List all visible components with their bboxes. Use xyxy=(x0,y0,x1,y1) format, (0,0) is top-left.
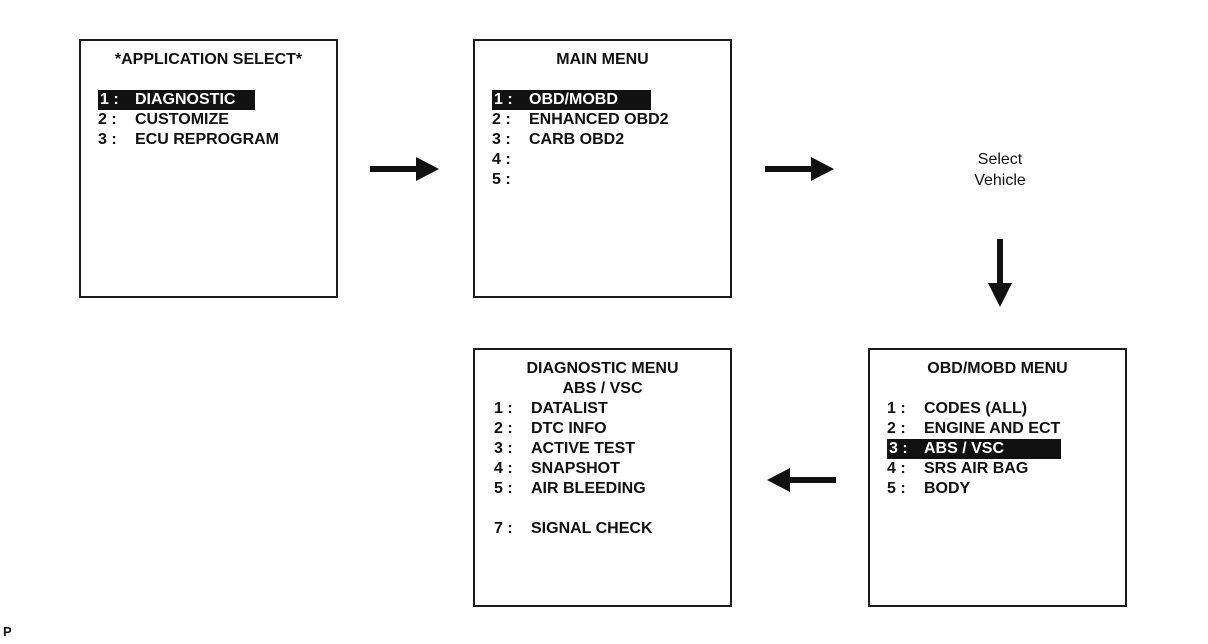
menu-item-number: 7 : xyxy=(494,520,513,537)
select-vehicle-line1: Select xyxy=(977,151,1023,168)
menu-item-ecu-reprogram[interactable]: 3 : ECU REPROGRAM xyxy=(98,130,279,150)
menu-item-obd-mobd[interactable]: 1 : OBD/MOBD xyxy=(492,90,651,110)
application-select-screen: *APPLICATION SELECT* 1 : DIAGNOSTIC 2 : … xyxy=(79,39,338,298)
select-vehicle-caption: Select Vehicle xyxy=(940,149,1060,191)
obd-mobd-menu-title: OBD/MOBD MENU xyxy=(927,360,1068,377)
menu-item-number: 5 : xyxy=(887,480,906,497)
menu-item-4[interactable]: 4 : xyxy=(492,150,651,170)
menu-item-label: CODES (ALL) xyxy=(924,400,1028,417)
menu-item-label: DATALIST xyxy=(531,400,608,417)
menu-item-label: SNAPSHOT xyxy=(531,460,620,477)
menu-item-label: CARB OBD2 xyxy=(529,131,625,148)
menu-item-label: ECU REPROGRAM xyxy=(135,131,280,148)
menu-item-label: ENHANCED OBD2 xyxy=(529,111,669,128)
menu-item-number: 3 : xyxy=(98,131,117,148)
menu-item-air-bleeding[interactable]: 5 : AIR BLEEDING xyxy=(494,479,694,499)
menu-item-customize[interactable]: 2 : CUSTOMIZE xyxy=(98,110,255,130)
main-menu-title: MAIN MENU xyxy=(556,51,649,68)
menu-item-label: SRS AIR BAG xyxy=(924,460,1029,477)
menu-item-label: CUSTOMIZE xyxy=(135,111,229,128)
diagnostic-menu-screen: DIAGNOSTIC MENU ABS / VSC 1 : DATALIST 2… xyxy=(473,348,732,607)
menu-item-label: ENGINE AND ECT xyxy=(924,420,1061,437)
menu-item-number: 1 : xyxy=(494,400,513,417)
menu-item-engine-and-ect[interactable]: 2 : ENGINE AND ECT xyxy=(887,419,1061,439)
menu-item-number: 3 : xyxy=(494,440,513,457)
obd-mobd-menu-list: 1 : CODES (ALL) 2 : ENGINE AND ECT 3 : A… xyxy=(887,399,1061,499)
menu-item-label: SIGNAL CHECK xyxy=(531,520,653,537)
obd-mobd-menu-screen: OBD/MOBD MENU 1 : CODES (ALL) 2 : ENGINE… xyxy=(868,348,1127,607)
menu-item-number: 2 : xyxy=(494,420,513,437)
diagnostic-menu-title: DIAGNOSTIC MENU xyxy=(526,360,679,377)
menu-item-number: 5 : xyxy=(494,480,513,497)
menu-item-label: DIAGNOSTIC xyxy=(135,91,236,108)
right-arrow-icon xyxy=(765,157,834,181)
application-select-title: *APPLICATION SELECT* xyxy=(114,51,303,68)
left-arrow-icon xyxy=(767,468,836,492)
menu-item-number: 4 : xyxy=(494,460,513,477)
right-arrow-icon xyxy=(370,157,439,181)
select-vehicle-line2: Vehicle xyxy=(974,172,1026,189)
main-menu-screen: MAIN MENU 1 : OBD/MOBD 2 : ENHANCED OBD2… xyxy=(473,39,732,298)
menu-item-label: AIR BLEEDING xyxy=(531,480,646,497)
menu-item-diagnostic[interactable]: 1 : DIAGNOSTIC xyxy=(98,90,255,110)
menu-item-srs-air-bag[interactable]: 4 : SRS AIR BAG xyxy=(887,459,1061,479)
menu-item-number: 2 : xyxy=(98,111,117,128)
down-arrow-icon xyxy=(988,239,1012,307)
menu-item-number: 4 : xyxy=(887,460,906,477)
application-select-list: 1 : DIAGNOSTIC 2 : CUSTOMIZE 3 : ECU REP… xyxy=(98,90,279,150)
diagnostic-menu-list: 1 : DATALIST 2 : DTC INFO 3 : ACTIVE TES… xyxy=(494,399,694,539)
menu-item-number: 1 : xyxy=(887,400,906,417)
menu-item-number: 2 : xyxy=(492,111,511,128)
menu-item-label: OBD/MOBD xyxy=(529,91,618,108)
menu-item-label: DTC INFO xyxy=(531,420,607,437)
menu-item-active-test[interactable]: 3 : ACTIVE TEST xyxy=(494,439,694,459)
menu-item-number: 4 : xyxy=(492,151,511,168)
menu-item-label: ABS / VSC xyxy=(924,440,1005,457)
menu-item-number: 2 : xyxy=(887,420,906,437)
menu-item-label: ACTIVE TEST xyxy=(531,440,636,457)
menu-item-enhanced-obd2[interactable]: 2 : ENHANCED OBD2 xyxy=(492,110,669,130)
menu-item-number: 3 : xyxy=(889,440,908,457)
menu-item-spacer xyxy=(494,499,694,519)
figure-code-label: P xyxy=(3,624,12,639)
main-menu-list: 1 : OBD/MOBD 2 : ENHANCED OBD2 3 : CARB … xyxy=(492,90,669,190)
menu-item-body[interactable]: 5 : BODY xyxy=(887,479,1061,499)
menu-item-dtc-info[interactable]: 2 : DTC INFO xyxy=(494,419,694,439)
menu-item-label: BODY xyxy=(924,480,971,497)
menu-item-carb-obd2[interactable]: 3 : CARB OBD2 xyxy=(492,130,651,150)
menu-item-codes-all[interactable]: 1 : CODES (ALL) xyxy=(887,399,1061,419)
menu-item-signal-check[interactable]: 7 : SIGNAL CHECK xyxy=(494,519,694,539)
menu-item-number: 5 : xyxy=(492,171,511,188)
menu-item-abs-vsc[interactable]: 3 : ABS / VSC xyxy=(887,439,1061,459)
menu-item-number: 1 : xyxy=(100,91,119,108)
menu-item-number: 1 : xyxy=(494,91,513,108)
menu-item-datalist[interactable]: 1 : DATALIST xyxy=(494,399,694,419)
diagnostic-menu-subtitle: ABS / VSC xyxy=(562,380,643,397)
menu-item-number: 3 : xyxy=(492,131,511,148)
menu-item-snapshot[interactable]: 4 : SNAPSHOT xyxy=(494,459,694,479)
menu-item-5[interactable]: 5 : xyxy=(492,170,651,190)
